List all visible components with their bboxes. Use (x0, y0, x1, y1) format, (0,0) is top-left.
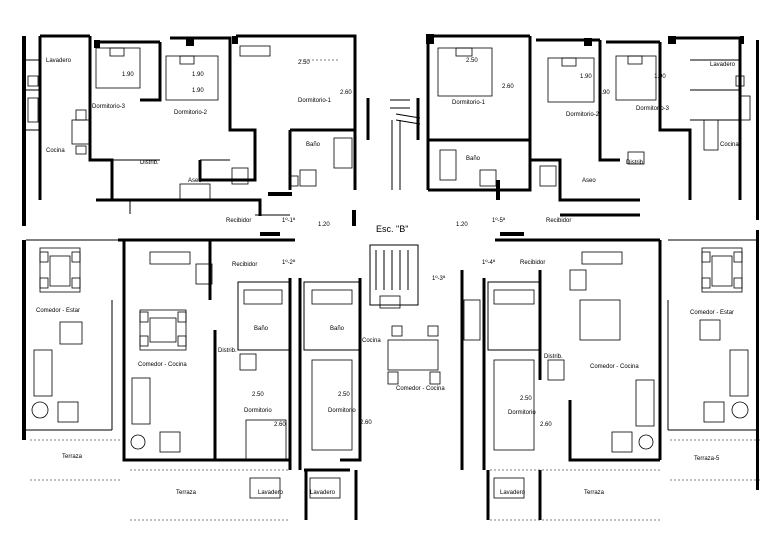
room-label: Recibidor (232, 262, 257, 268)
room-label: Comedor - Estar (36, 308, 80, 314)
dimension: 1.90 (192, 88, 204, 94)
unit-3 (298, 278, 362, 472)
unit-label: 1º-5ª (492, 217, 506, 224)
room-label: Distrib. (544, 354, 563, 360)
terraces (30, 439, 760, 521)
dimension: 2.50 (252, 392, 264, 398)
room-label: Comedor - Cocina (590, 364, 639, 370)
room-label: Cocina (362, 338, 381, 344)
left-outer-wall (22, 36, 26, 226)
room-label: Recibidor (546, 218, 571, 224)
dimension: 2.60 (274, 422, 286, 428)
dimension: 1.90 (122, 72, 134, 78)
corridor (118, 232, 660, 242)
unit-1-living (26, 239, 118, 431)
dimension: 1.90 (598, 90, 610, 96)
unit-1 (26, 36, 357, 226)
unit-label: 1º-2ª (282, 259, 296, 266)
dimension: 1.90 (580, 74, 592, 80)
room-label: Lavadero (258, 490, 284, 496)
room-label: Dormitorio-3 (636, 106, 670, 112)
room-label: Lavadero (710, 62, 736, 68)
top-left-wing-wall (38, 34, 357, 200)
dimension: 2.60 (360, 420, 372, 426)
unit-5-living (667, 239, 756, 431)
dimension: 1.90 (654, 74, 666, 80)
room-label: Aseo (188, 178, 202, 184)
dimension: 1.20 (318, 222, 330, 228)
room-label: Comedor - Cocina (138, 362, 187, 368)
room-label: Cocina (720, 142, 739, 148)
dimension: 2.60 (502, 84, 514, 90)
room-label: Aseo (582, 178, 596, 184)
dimension: 2.50 (520, 396, 532, 402)
outer-walls (22, 34, 759, 490)
room-label: Lavadero (310, 490, 336, 496)
room-label: Baño (466, 156, 481, 162)
room-label: Dormitorio (328, 408, 356, 414)
room-label: Distrib. (140, 160, 159, 166)
room-label: Recibidor (226, 218, 251, 224)
room-label: Dormitorio-3 (92, 104, 126, 110)
room-label: Distrib. (218, 348, 237, 354)
room-label: Terraza (584, 490, 605, 496)
unit-label: 1º-3ª (432, 275, 446, 282)
right-outer-wall (756, 40, 759, 220)
room-label: Dormitorio-1 (452, 100, 486, 106)
room-label: Baño (330, 326, 345, 332)
dimension: 2.50 (466, 58, 478, 64)
room-label: Comedor - Cocina (396, 386, 445, 392)
dimension: 1.20 (456, 222, 468, 228)
room-label: Cocina (46, 148, 65, 154)
room-label: Dormitorio (508, 410, 536, 416)
room-label: Distrib. (626, 160, 645, 166)
unit-5 (428, 36, 751, 217)
room-label: Dormitorio (244, 408, 272, 414)
labels: Esc. "B" 1º-1ª 1º-2ª 1º-3ª 1º-4ª 1º-5ª 1… (36, 58, 739, 496)
room-label: Baño (306, 142, 321, 148)
unit-2 (122, 240, 292, 470)
room-label: Lavadero (500, 490, 526, 496)
room-label: Baño (254, 326, 269, 332)
room-label: Dormitorio-2 (174, 110, 208, 116)
room-label: Dormitorio-2 (566, 112, 600, 118)
unit-label: 1º-4ª (482, 259, 496, 266)
dimension: 2.60 (540, 422, 552, 428)
stair-title: Esc. "B" (376, 224, 408, 234)
dimension: 1.90 (192, 72, 204, 78)
left-outer-wall-lower (22, 240, 26, 440)
room-label: Terraza (62, 454, 83, 460)
dimension: 2.50 (298, 60, 310, 66)
unit-4 (460, 240, 662, 470)
room-label: Terraza (176, 490, 197, 496)
room-label: Comedor - Estar (690, 310, 734, 316)
room-label: Dormitorio-1 (298, 98, 332, 104)
unit-label: 1º-1ª (282, 217, 296, 224)
stair-core (366, 98, 441, 385)
dimension: 2.50 (338, 392, 350, 398)
room-label: Lavadero (46, 58, 72, 64)
room-label: Recibidor (520, 260, 545, 266)
right-outer-wall-lower (756, 230, 759, 490)
top-right-wing-wall (426, 34, 742, 200)
room-label: Terraza-5 (694, 456, 720, 462)
dimension: 2.60 (340, 90, 352, 96)
